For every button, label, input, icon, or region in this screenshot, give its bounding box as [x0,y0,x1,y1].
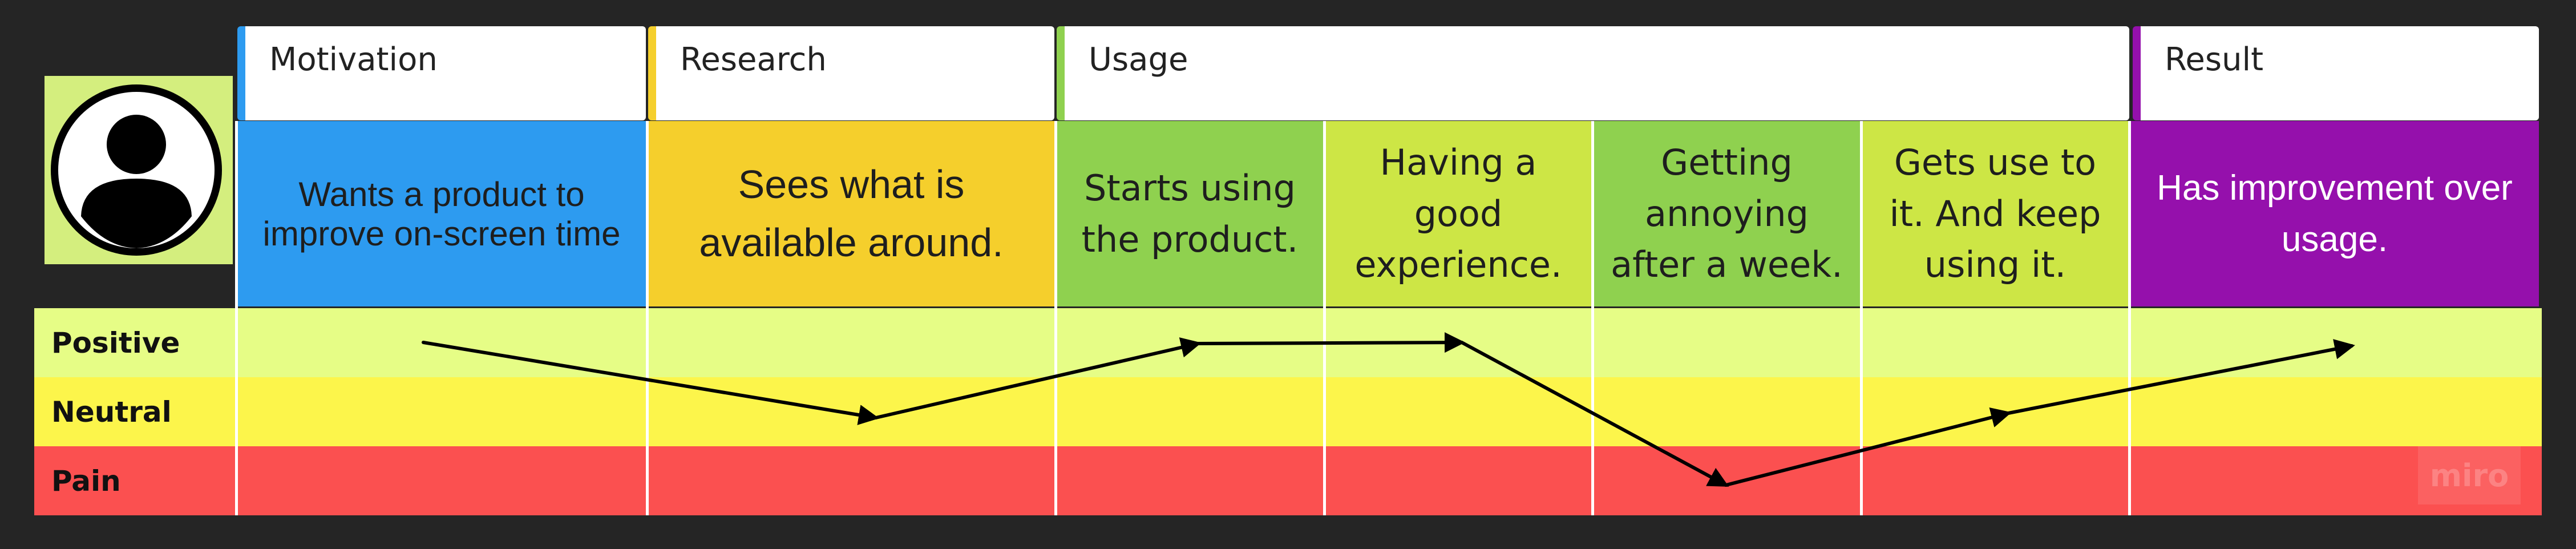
column-divider [1323,121,1326,515]
journey-segment [1196,332,1465,353]
column-divider [646,121,649,515]
miro-watermark: miro [2418,446,2521,504]
step-cell-7[interactable]: Has improvement over usage. [2130,121,2539,306]
column-divider [2128,121,2131,515]
row-label: Positive [51,326,180,360]
step-cell-5[interactable]: Getting annoying after a week. [1594,121,1860,306]
phase-label: Result [2165,41,2264,78]
column-divider [1860,121,1863,515]
row-label: Pain [51,464,121,498]
column-divider [235,121,238,515]
step-cell-4[interactable]: Having a good experience. [1325,121,1591,306]
step-cell-2[interactable]: Sees what is available around. [648,121,1054,306]
step-text: Having a good experience. [1354,141,1562,286]
watermark-text: miro [2429,457,2509,494]
phase-label: Usage [1089,41,1188,78]
column-divider [1054,121,1057,515]
step-text: Getting annoying after a week. [1611,141,1843,286]
journey-segment [874,337,1202,419]
user-avatar-icon [51,84,222,256]
step-text: Has improvement over usage. [2157,168,2513,259]
persona-sticky-note[interactable] [45,76,233,264]
step-cell-1[interactable]: Wants a product to improve on-screen tim… [237,121,646,306]
phase-card-result[interactable]: Result [2133,26,2539,120]
row-neutral[interactable]: Neutral [34,377,2542,446]
step-text: Wants a product to improve on-screen tim… [262,175,621,253]
step-text: Starts using the product. [1081,167,1299,260]
phase-card-research[interactable]: Research [648,26,1054,120]
journey-segment [1724,407,2012,487]
phase-label: Motivation [269,41,438,78]
step-text: Sees what is available around. [699,162,1004,265]
journey-segment [422,341,879,425]
phase-label: Research [680,41,827,78]
journey-segment [2007,339,2355,415]
column-divider [1591,121,1594,515]
phase-card-usage[interactable]: Usage [1057,26,2129,120]
step-text: Gets use to it. And keep using it. [1889,141,2101,286]
row-pain[interactable]: Pain [34,446,2542,515]
step-cell-3[interactable]: Starts using the product. [1057,121,1323,306]
phase-card-motivation[interactable]: Motivation [237,26,646,120]
step-cell-6[interactable]: Gets use to it. And keep using it. [1862,121,2128,306]
journey-segment [1460,341,1729,487]
row-label: Neutral [51,395,172,429]
